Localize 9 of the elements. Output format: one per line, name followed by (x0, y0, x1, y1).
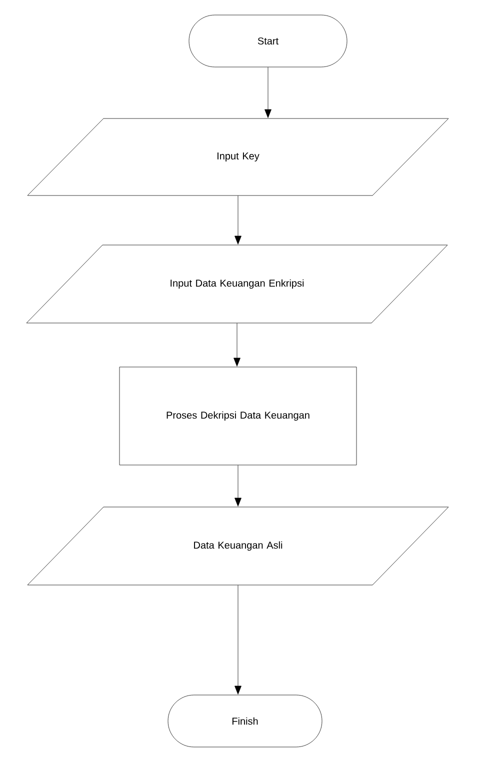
input-output-parallelogram: Data Keuangan Asli (27, 506, 449, 586)
input-output-parallelogram: Input Data Keuangan Enkripsi (26, 244, 448, 324)
arrow (234, 196, 242, 244)
arrow (264, 67, 272, 118)
arrow (234, 585, 242, 694)
process-box: Proses Dekripsi Data Keuangan (119, 366, 357, 466)
arrow (234, 323, 240, 366)
arrow (234, 465, 242, 506)
input-output-parallelogram: Input Key (27, 118, 449, 196)
